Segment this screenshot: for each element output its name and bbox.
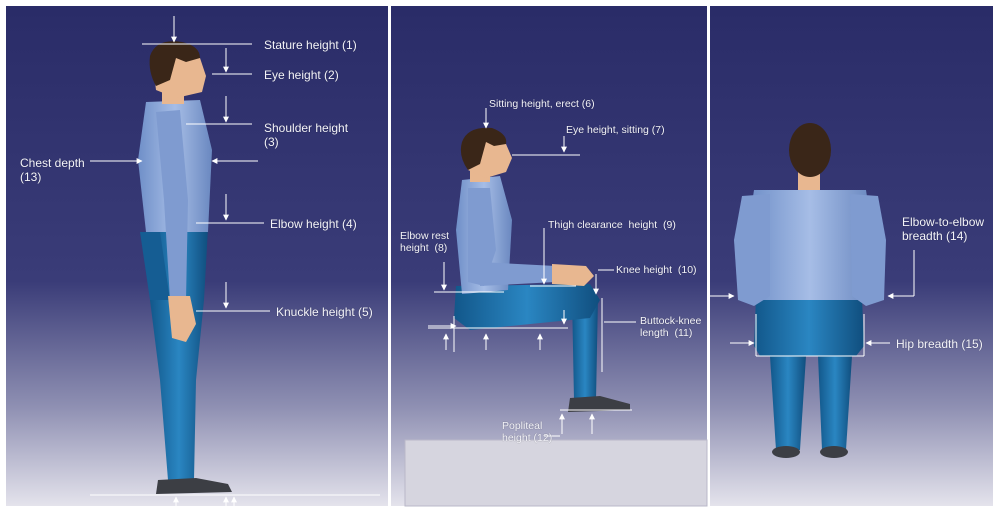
panel-divider	[707, 6, 710, 506]
buttock-knee-length-label: Buttock-knee length (11)	[640, 315, 701, 339]
elbow-rest-height-label: Elbow rest height (8)	[400, 230, 449, 254]
popliteal-height-label: Popliteal height (12)	[502, 420, 552, 444]
sitting-height-label: Sitting height, erect (6)	[489, 98, 595, 110]
elbow-to-elbow-breadth-label: Elbow-to-elbow breadth (14)	[902, 215, 984, 243]
thigh-clearance-height-label: Thigh clearance height (9)	[548, 219, 676, 231]
chest-depth-label: Chest depth (13)	[20, 156, 85, 184]
eye-height-label: Eye height (2)	[264, 68, 339, 82]
hip-breadth-label: Hip breadth (15)	[896, 337, 983, 351]
knee-height-label: Knee height (10)	[616, 264, 697, 276]
stature-height-label: Stature height (1)	[264, 38, 357, 52]
shoulder-height-label: Shoulder height (3)	[264, 121, 348, 149]
eye-height-sitting-label: Eye height, sitting (7)	[566, 124, 665, 136]
knuckle-height-label: Knuckle height (5)	[276, 305, 373, 319]
elbow-height-label: Elbow height (4)	[270, 217, 357, 231]
panel-divider	[388, 6, 391, 506]
seat-block	[405, 440, 707, 506]
